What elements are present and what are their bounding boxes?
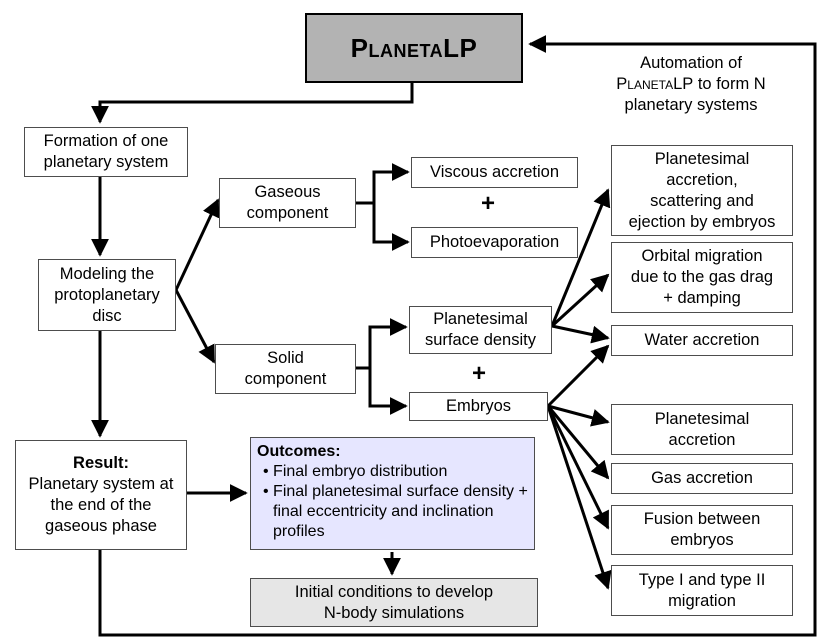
arrow-modeling-to-gaseous xyxy=(174,198,220,291)
fusion-between-embryos-box: Fusion between embryos xyxy=(611,505,793,555)
viscous-accretion-box: Viscous accretion xyxy=(411,157,578,188)
result-box: Result: Planetary system at the end of t… xyxy=(15,440,187,550)
planetalp-title: PlanetaLP xyxy=(350,32,478,63)
outcomes-item: Final planetesimal surface density + fin… xyxy=(257,482,528,542)
automation-line-2: PlanetaLP to form N xyxy=(616,75,766,93)
planetesimal-surface-density-box: Planetesimal surface density xyxy=(409,306,552,354)
orbital-migration-box: Orbital migration due to the gas drag + … xyxy=(611,242,793,313)
result-heading: Result: xyxy=(73,454,129,472)
arrow-gaseous-to-photoevap xyxy=(372,203,410,251)
outcomes-item: Final embryo distribution xyxy=(257,462,528,482)
arrow-solid-to-density xyxy=(356,318,408,370)
automation-note: Automation of PlanetaLP to form N planet… xyxy=(578,53,804,116)
plus-sign-solid: + xyxy=(472,360,487,387)
gaseous-component-box: Gaseous component xyxy=(219,178,356,228)
arrow-density-to-water xyxy=(551,324,610,344)
embryos-box: Embryos xyxy=(409,392,548,421)
outcomes-heading: Outcomes: xyxy=(257,443,341,460)
outcomes-box: Outcomes: Final embryo distribution Fina… xyxy=(250,437,535,550)
planetalp-title-box: PlanetaLP xyxy=(305,13,523,83)
arrow-embryos-to-water xyxy=(546,344,610,408)
formation-box: Formation of one planetary system xyxy=(24,127,188,177)
arrow-title-to-formation xyxy=(91,82,414,124)
automation-line-3: planetary systems xyxy=(624,96,758,114)
arrow-embryos-to-p-accretion xyxy=(547,404,610,427)
arrow-density-to-accretion-scatter xyxy=(550,188,611,327)
arrow-density-to-orbital xyxy=(550,273,610,328)
arrow-embryos-to-migration xyxy=(546,405,612,590)
initial-conditions-box: Initial conditions to develop N-body sim… xyxy=(250,578,538,627)
gas-accretion-box: Gas accretion xyxy=(611,463,793,494)
arrow-embryos-to-fusion xyxy=(546,405,610,530)
migration-box: Type I and type II migration xyxy=(611,565,793,616)
arrow-solid-to-embryos xyxy=(368,368,408,415)
plus-sign-gaseous: + xyxy=(481,190,496,217)
arrow-feedback-loop xyxy=(98,35,817,637)
arrow-embryos-to-gas xyxy=(546,405,610,480)
planetesimal-accretion-box: Planetesimal accretion xyxy=(611,404,793,455)
arrow-modeling-to-solid xyxy=(174,289,216,364)
water-accretion-box: Water accretion xyxy=(611,325,793,356)
modeling-box: Modeling the protoplanetary disc xyxy=(38,259,176,331)
planetesimal-accretion-scattering-box: Planetesimal accretion, scattering and e… xyxy=(611,145,793,236)
arrow-gaseous-to-viscous xyxy=(356,163,410,205)
solid-component-box: Solid component xyxy=(215,344,356,394)
automation-line-1: Automation of xyxy=(640,54,742,72)
photoevaporation-box: Photoevaporation xyxy=(411,227,578,258)
outcomes-list: Final embryo distribution Final planetes… xyxy=(257,462,528,542)
